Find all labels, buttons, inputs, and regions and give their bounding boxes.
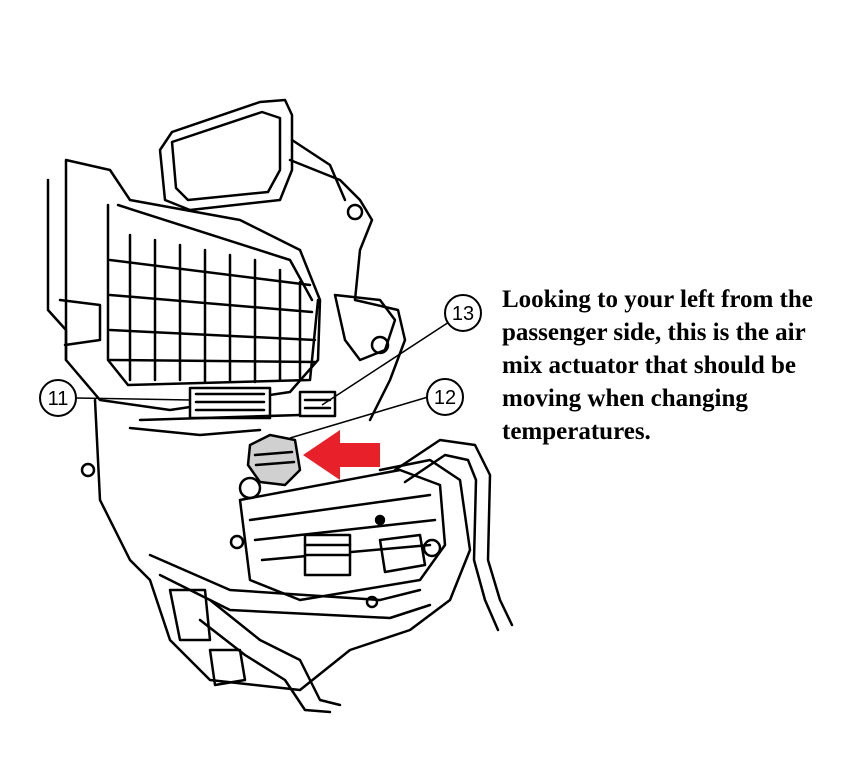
actuator-13 xyxy=(298,390,337,418)
callout-12-label: 12 xyxy=(434,387,456,409)
brackets xyxy=(80,462,247,687)
callout-13-leader xyxy=(321,321,450,406)
callout-11-circle xyxy=(39,379,77,417)
duct-outlet xyxy=(158,98,347,212)
actuator-11 xyxy=(188,386,272,420)
lower-case xyxy=(93,398,472,692)
callout-13-label: 13 xyxy=(452,303,474,325)
air-mix-actuator xyxy=(238,433,302,500)
heater-pipes xyxy=(148,438,514,714)
callout-11-leader xyxy=(75,397,191,401)
callout-12-circle xyxy=(426,378,464,416)
callout-11-label: 11 xyxy=(48,388,69,410)
red-pointer-arrow xyxy=(303,430,380,480)
annotation-text: Looking to your left from the passenger … xyxy=(502,286,813,445)
callout-13-circle xyxy=(444,294,482,332)
blower-housing xyxy=(46,158,322,412)
upper-case xyxy=(288,158,407,422)
callout-12-leader xyxy=(289,396,429,439)
